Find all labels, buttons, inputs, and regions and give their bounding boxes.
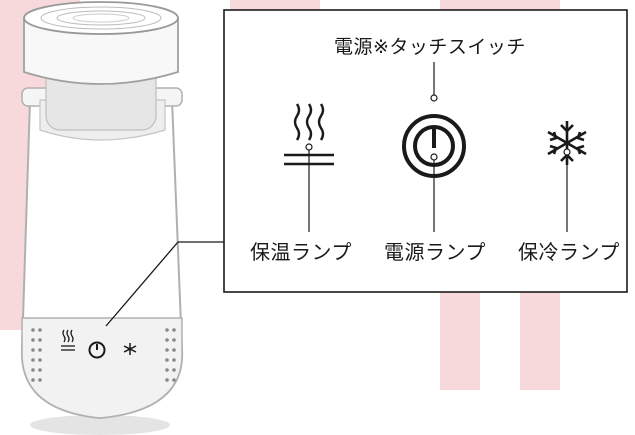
- keep-warm-lamp-label: 保温ランプ: [250, 240, 352, 264]
- small-steam-heat-icon: [61, 329, 75, 351]
- small-power-icon: [88, 341, 106, 359]
- touch-switch-title: 電源※タッチスイッチ: [334, 36, 526, 58]
- power-lamp-label: 電源ランプ: [384, 240, 486, 264]
- callout-box: [223, 9, 628, 293]
- device: [20, 1, 245, 435]
- keep-cool-lamp-label: 保冷ランプ: [518, 240, 620, 264]
- small-snowflake-icon: [123, 343, 137, 355]
